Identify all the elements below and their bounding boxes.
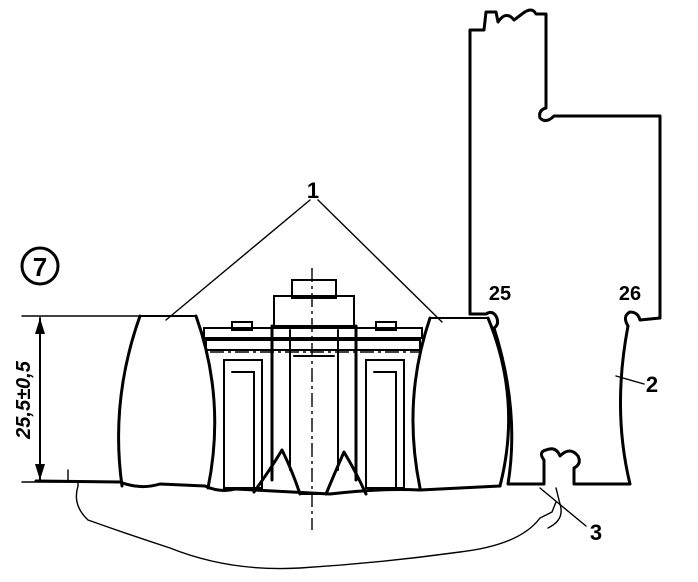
base-ground	[34, 469, 562, 570]
mark-25: 25	[489, 283, 511, 305]
left-tyre	[117, 314, 217, 490]
callout-1: 1	[307, 178, 319, 203]
mark-26: 26	[619, 283, 641, 305]
centerlines	[210, 268, 420, 530]
right-tyre	[411, 316, 511, 490]
height-dimension	[21, 315, 141, 483]
callout-leaders	[539, 375, 645, 527]
dimension-label: 25,5±0,5	[13, 360, 35, 440]
callout-3: 3	[590, 520, 602, 545]
callout-2: 2	[646, 372, 658, 397]
step-number: 7	[33, 252, 47, 282]
step-badge: 7	[20, 246, 60, 286]
callout-1-leaders	[165, 199, 443, 323]
hub-assembly	[203, 279, 423, 496]
gauge-template	[468, 8, 662, 486]
